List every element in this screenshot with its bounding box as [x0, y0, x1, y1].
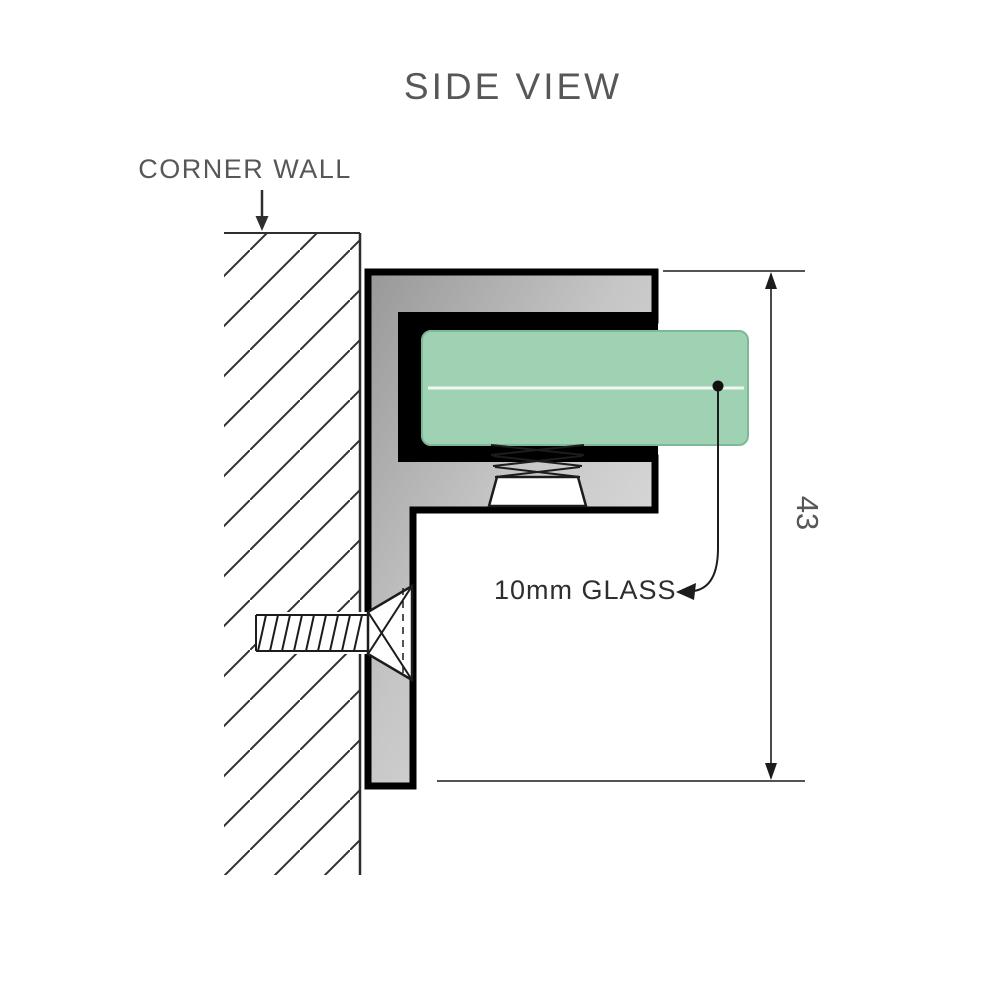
grub-screw [487, 444, 588, 508]
corner-wall-arrow [255, 190, 269, 231]
glass-panel [421, 330, 749, 446]
dimension-43: 43 [437, 270, 825, 782]
dimension-arrow-top [765, 272, 777, 289]
drawing-title: SIDE VIEW [404, 66, 622, 107]
glass-label: 10mm GLASS [494, 575, 677, 605]
wall-screw [255, 583, 414, 683]
corner-wall-label: CORNER WALL [138, 154, 352, 184]
leader-dot [712, 380, 724, 392]
wall-hatching [224, 232, 362, 875]
dimension-arrow-bottom [765, 763, 777, 780]
dimension-value: 43 [790, 496, 825, 530]
glass-leader-arrow [676, 391, 719, 600]
